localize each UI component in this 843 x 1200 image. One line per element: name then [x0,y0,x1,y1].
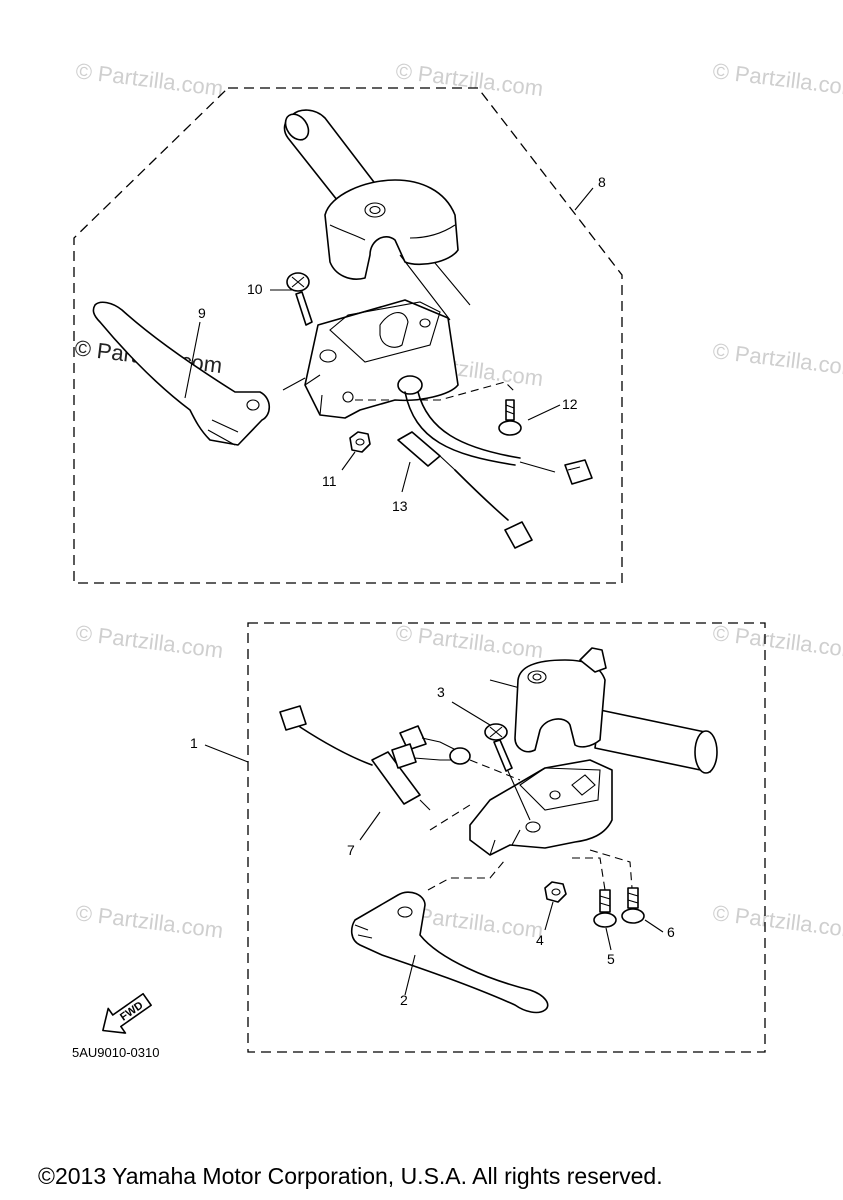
switch-13 [397,431,533,549]
diagram-code: 5AU9010-0310 [72,1045,159,1060]
watermark: © Partzilla.com [394,620,544,663]
lower-assembly [204,622,766,1053]
lower-leaders [204,701,664,996]
copyright-notice: ©2013 Yamaha Motor Corporation, U.S.A. A… [38,1163,663,1189]
screw-10 [286,272,313,326]
upper-leaders [184,187,594,493]
screw-3 [484,723,531,821]
watermark: © Partzilla.com [74,620,224,663]
callout-13: 13 [392,498,408,514]
lower-upper-clamp [514,647,607,753]
lower-handlebar-grip [489,679,718,774]
lever-9 [92,301,271,446]
watermark: © Partzilla.com [711,620,843,663]
nut-4 [544,881,567,903]
callout-2: 2 [400,992,408,1008]
callout-5: 5 [607,951,615,967]
callout-12: 12 [562,396,578,412]
screw-12 [498,399,522,436]
upper-cable [397,375,556,473]
upper-assembly-boundary [73,87,623,584]
callout-11: 11 [322,473,337,489]
callout-4: 4 [536,932,544,948]
upper-assembly [73,87,623,584]
callout-6: 6 [667,924,675,940]
watermark: © Partzilla.com [74,900,224,943]
lower-switch-7 [279,705,431,811]
nut-11 [349,431,371,453]
lower-connector-b [391,725,521,781]
callout-3: 3 [437,684,445,700]
callout-7: 7 [347,842,355,858]
callouts: 1 2 3 4 5 6 7 8 9 10 11 12 13 [190,174,675,1008]
screw-6 [621,887,645,924]
watermark: © Partzilla.com [74,58,224,101]
lever-2 [350,891,549,1014]
callout-10: 10 [247,281,263,297]
lower-assembly-boundary [247,622,766,1053]
callout-8: 8 [598,174,606,190]
upper-connector-a [564,459,593,485]
callout-1: 1 [190,735,198,751]
upper-clamp [324,179,459,280]
callout-9: 9 [198,305,206,321]
screw-5 [593,889,617,928]
watermark: © Partzilla.com [711,58,843,101]
watermark-group: © Partzilla.com © Partzilla.com © Partzi… [73,58,843,943]
fwd-arrow-icon: FWD [102,992,152,1034]
lower-lever-holder [469,759,613,856]
watermark: © Partzilla.com [711,338,843,381]
watermark: © Partzilla.com [711,900,843,943]
watermark: © Partzilla.com [394,58,544,101]
